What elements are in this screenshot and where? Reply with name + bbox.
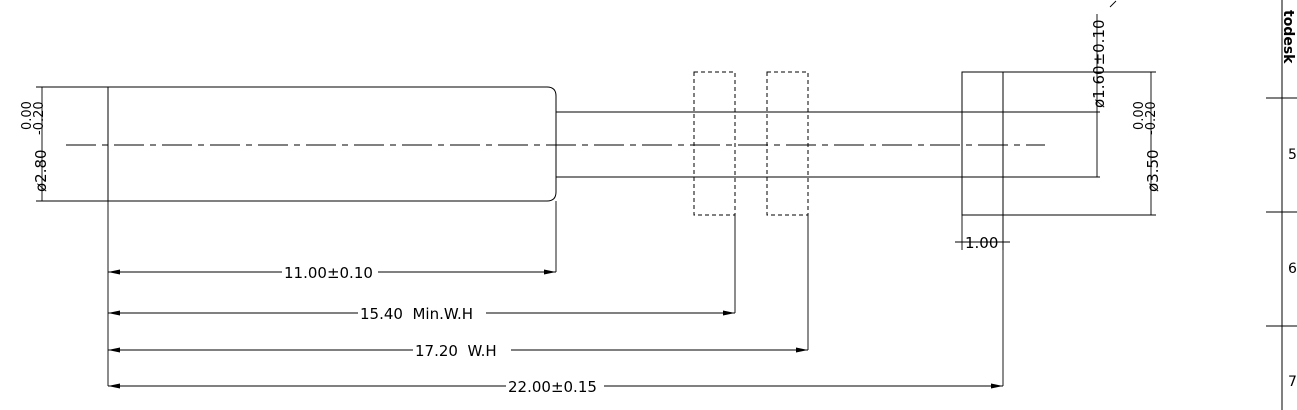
title-row-7: 7: [1288, 374, 1297, 390]
dashed-box-1: [693, 71, 736, 216]
arrow-11-left: [108, 269, 120, 275]
title-brand-text: todesk: [1280, 10, 1296, 64]
end-collar: [961, 71, 1004, 216]
dim-350-tol-lower: -0.20: [1144, 101, 1159, 135]
dim-350-tol-upper: 0.00: [1132, 101, 1147, 130]
title-row-6: 6: [1288, 261, 1297, 277]
dim-350-label: ø3.50: [1144, 149, 1162, 192]
title-row-5: 5: [1288, 147, 1297, 163]
dim-1-label: 1.00: [965, 234, 998, 252]
dim-17-label: 17.20 W.H: [415, 342, 497, 360]
dim-15-label: 15.40 Min.W.H: [360, 305, 473, 323]
arrow-15-right: [723, 310, 735, 316]
dim-280-group: ø2.80 0.00 -0.20: [20, 101, 50, 192]
dim-350-group: ø3.50 0.00 -0.20: [1132, 101, 1162, 192]
dim-280-tol-lower: -0.20: [32, 101, 47, 135]
arrow-11-right: [544, 269, 556, 275]
arrow-17-left: [108, 347, 120, 353]
dim-22-label: 22.00±0.15: [508, 378, 597, 396]
main-body-outline: [107, 86, 557, 202]
title-brand-group: todesk: [1280, 10, 1296, 64]
dim-280-tol-upper: 0.00: [20, 101, 35, 130]
dashed-box-2: [766, 71, 809, 216]
dim-280-label: ø2.80: [32, 149, 50, 192]
dim-160-group: ø1.60±0.10: [1090, 19, 1108, 108]
arrow-22-right: [991, 383, 1003, 389]
dim-160-label: ø1.60±0.10: [1090, 19, 1108, 108]
dim-11-label: 11.00±0.10: [284, 264, 373, 282]
arrow-17-right: [796, 347, 808, 353]
arrow-15-left: [108, 310, 120, 316]
arrow-22-left: [108, 383, 120, 389]
leader-tick: [1109, 0, 1117, 8]
